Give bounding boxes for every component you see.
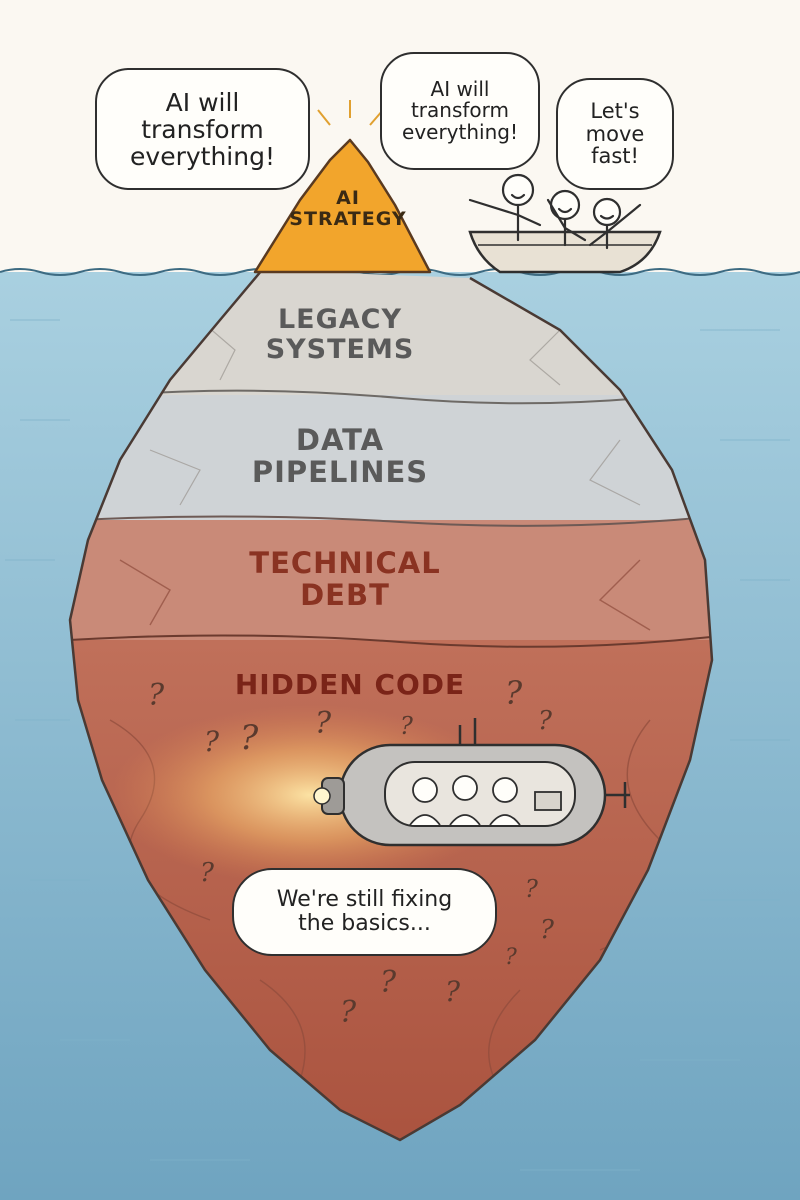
speech-bubble-right-text: Let's move fast! bbox=[585, 98, 645, 169]
question-mark: ? bbox=[525, 875, 538, 903]
speech-bubble-left-text: AI will transform everything! bbox=[130, 87, 275, 171]
layer-label-technical-debt: TECHNICAL DEBT bbox=[249, 546, 441, 612]
speech-bubble-middle-text: AI will transform everything! bbox=[402, 76, 518, 144]
question-mark: ? bbox=[204, 725, 220, 758]
layer-label-hidden-code: HIDDEN CODE bbox=[234, 668, 466, 701]
iceberg-tip bbox=[253, 138, 432, 274]
speech-bubble-submarine-text: We're still fixing the basics... bbox=[276, 887, 453, 936]
person-2-head bbox=[549, 189, 581, 221]
question-mark: ? bbox=[538, 706, 552, 736]
speech-bubble-right: Let's move fast! bbox=[556, 78, 674, 190]
boat-people bbox=[468, 173, 642, 250]
question-mark: ? bbox=[148, 678, 165, 713]
question-mark: ? bbox=[505, 674, 523, 712]
layer-label-data-pipelines: DATA PIPELINES bbox=[251, 423, 429, 489]
speech-bubble-left: AI will transform everything! bbox=[95, 68, 310, 190]
boat bbox=[468, 230, 662, 274]
person-1-head bbox=[501, 173, 535, 207]
question-mark: ? bbox=[380, 965, 397, 1000]
submarine bbox=[313, 718, 630, 847]
question-mark: ? bbox=[340, 995, 357, 1030]
layer-label-legacy-systems: LEGACY SYSTEMS bbox=[265, 304, 415, 365]
question-mark: ? bbox=[505, 945, 517, 970]
question-mark: ? bbox=[445, 975, 461, 1008]
debt-band bbox=[70, 520, 712, 640]
question-mark: ? bbox=[240, 718, 259, 758]
pipelines-band bbox=[70, 395, 712, 520]
question-mark: ? bbox=[400, 712, 413, 740]
iceberg-outline bbox=[68, 269, 714, 1142]
speech-bubble-middle: AI will transform everything! bbox=[380, 52, 540, 170]
sea-ripples bbox=[5, 319, 790, 1171]
speech-bubble-submarine: We're still fixing the basics... bbox=[232, 868, 497, 956]
person-3-head bbox=[592, 197, 622, 227]
question-mark: ? bbox=[315, 706, 332, 741]
layer-label-ai-strategy: AI STRATEGY bbox=[289, 187, 407, 230]
question-mark: ? bbox=[200, 858, 214, 888]
question-mark: ? bbox=[540, 915, 554, 945]
